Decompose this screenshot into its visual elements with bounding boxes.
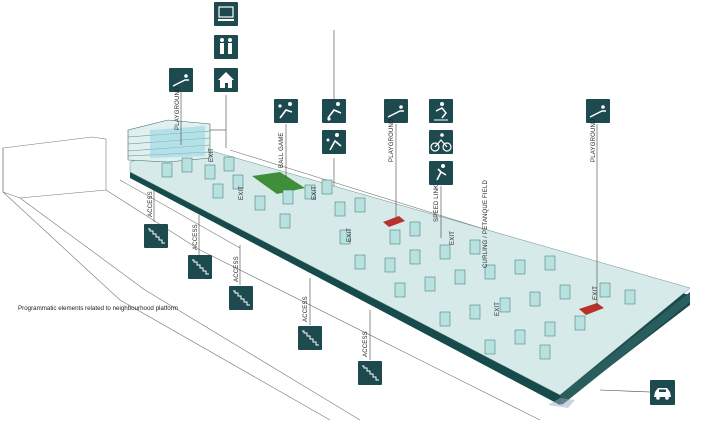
- people-icon: [214, 35, 238, 59]
- pavilion: [282, 189, 294, 205]
- pavilion: [624, 289, 636, 305]
- playground-label: PLAYGROUND: [591, 118, 597, 162]
- access-label: ACCESS: [148, 191, 154, 217]
- pavilion: [254, 195, 266, 211]
- pavilion: [354, 197, 366, 213]
- pavilion: [439, 244, 451, 260]
- pavilion: [304, 184, 316, 200]
- pavilion: [409, 221, 421, 237]
- soccer-icon: [322, 99, 346, 123]
- pavilion: [409, 249, 421, 265]
- pavilion: [499, 297, 511, 313]
- exit-label: EXIT: [239, 186, 245, 200]
- skating-icon: [429, 99, 453, 123]
- playground-label: PLAYGROUND: [175, 86, 181, 130]
- house-icon: [214, 68, 238, 92]
- exit-label: EXIT: [593, 286, 599, 300]
- exit-label: EXIT: [347, 228, 353, 242]
- playground-slide-icon: [384, 99, 408, 123]
- pavilion: [204, 164, 216, 180]
- stairs-icon: [358, 361, 382, 385]
- pavilion: [574, 315, 586, 331]
- pavilion: [223, 156, 235, 172]
- playground-label: PLAYGROUND: [389, 118, 395, 162]
- pavilion: [232, 174, 244, 190]
- running-icon: [429, 161, 453, 185]
- petanque-icon: [322, 130, 346, 154]
- pavilion: [469, 239, 481, 255]
- stairs-icon: [229, 286, 253, 310]
- pavilion: [424, 276, 436, 292]
- stairs-icon: [188, 255, 212, 279]
- ball-game-label: BALL GAME: [279, 132, 285, 168]
- exit-label: EXIT: [495, 302, 501, 316]
- car-icon: [650, 380, 675, 405]
- petanque-label: CURLING / PETANQUE FIELD: [483, 179, 489, 268]
- pavilion: [339, 229, 351, 245]
- pavilion: [389, 229, 401, 245]
- pavilion: [514, 259, 526, 275]
- pavilion: [529, 291, 541, 307]
- stairs-icon: [298, 326, 322, 350]
- pavilion: [454, 269, 466, 285]
- pavilions: [161, 156, 636, 360]
- cycling-icon: [429, 130, 453, 154]
- playground-pad: [579, 303, 604, 315]
- pavilion: [469, 304, 481, 320]
- computer-icon: [214, 2, 238, 26]
- pavilion: [181, 157, 193, 173]
- playground-slide-icon: [586, 99, 610, 123]
- ball-game-pitch: [252, 172, 305, 194]
- pavilion: [334, 201, 346, 217]
- playground-slide-icon: [169, 68, 193, 92]
- pavilion: [559, 284, 571, 300]
- pavilion: [161, 162, 173, 178]
- football-icon: [274, 99, 298, 123]
- pavilion: [484, 264, 496, 280]
- pavilion: [384, 257, 396, 273]
- exit-label: EXIT: [209, 148, 215, 162]
- exit-label: EXIT: [312, 186, 318, 200]
- diagram-caption: Programmatic elements related to neighbo…: [18, 305, 178, 312]
- playground-pad: [383, 216, 405, 227]
- neighbouring-block: [2, 136, 107, 199]
- pavilion: [354, 254, 366, 270]
- pavilion: [212, 183, 224, 199]
- pavilion: [599, 282, 611, 298]
- pavilion: [544, 321, 556, 337]
- pavilion: [439, 311, 451, 327]
- access-label: ACCESS: [303, 296, 309, 322]
- pavilion: [544, 255, 556, 271]
- pavilion: [321, 179, 333, 195]
- exit-label: EXIT: [450, 231, 456, 245]
- pavilion: [394, 282, 406, 298]
- speed-link-label: SPEED LINK: [434, 185, 440, 222]
- pavilion: [279, 213, 291, 229]
- access-label: ACCESS: [363, 331, 369, 357]
- pavilion: [484, 339, 496, 355]
- access-label: ACCESS: [193, 224, 199, 250]
- stairs-icon: [144, 224, 168, 248]
- access-label: ACCESS: [234, 256, 240, 282]
- pavilion: [514, 329, 526, 345]
- pavilion: [539, 344, 551, 360]
- corner-building: [127, 119, 211, 163]
